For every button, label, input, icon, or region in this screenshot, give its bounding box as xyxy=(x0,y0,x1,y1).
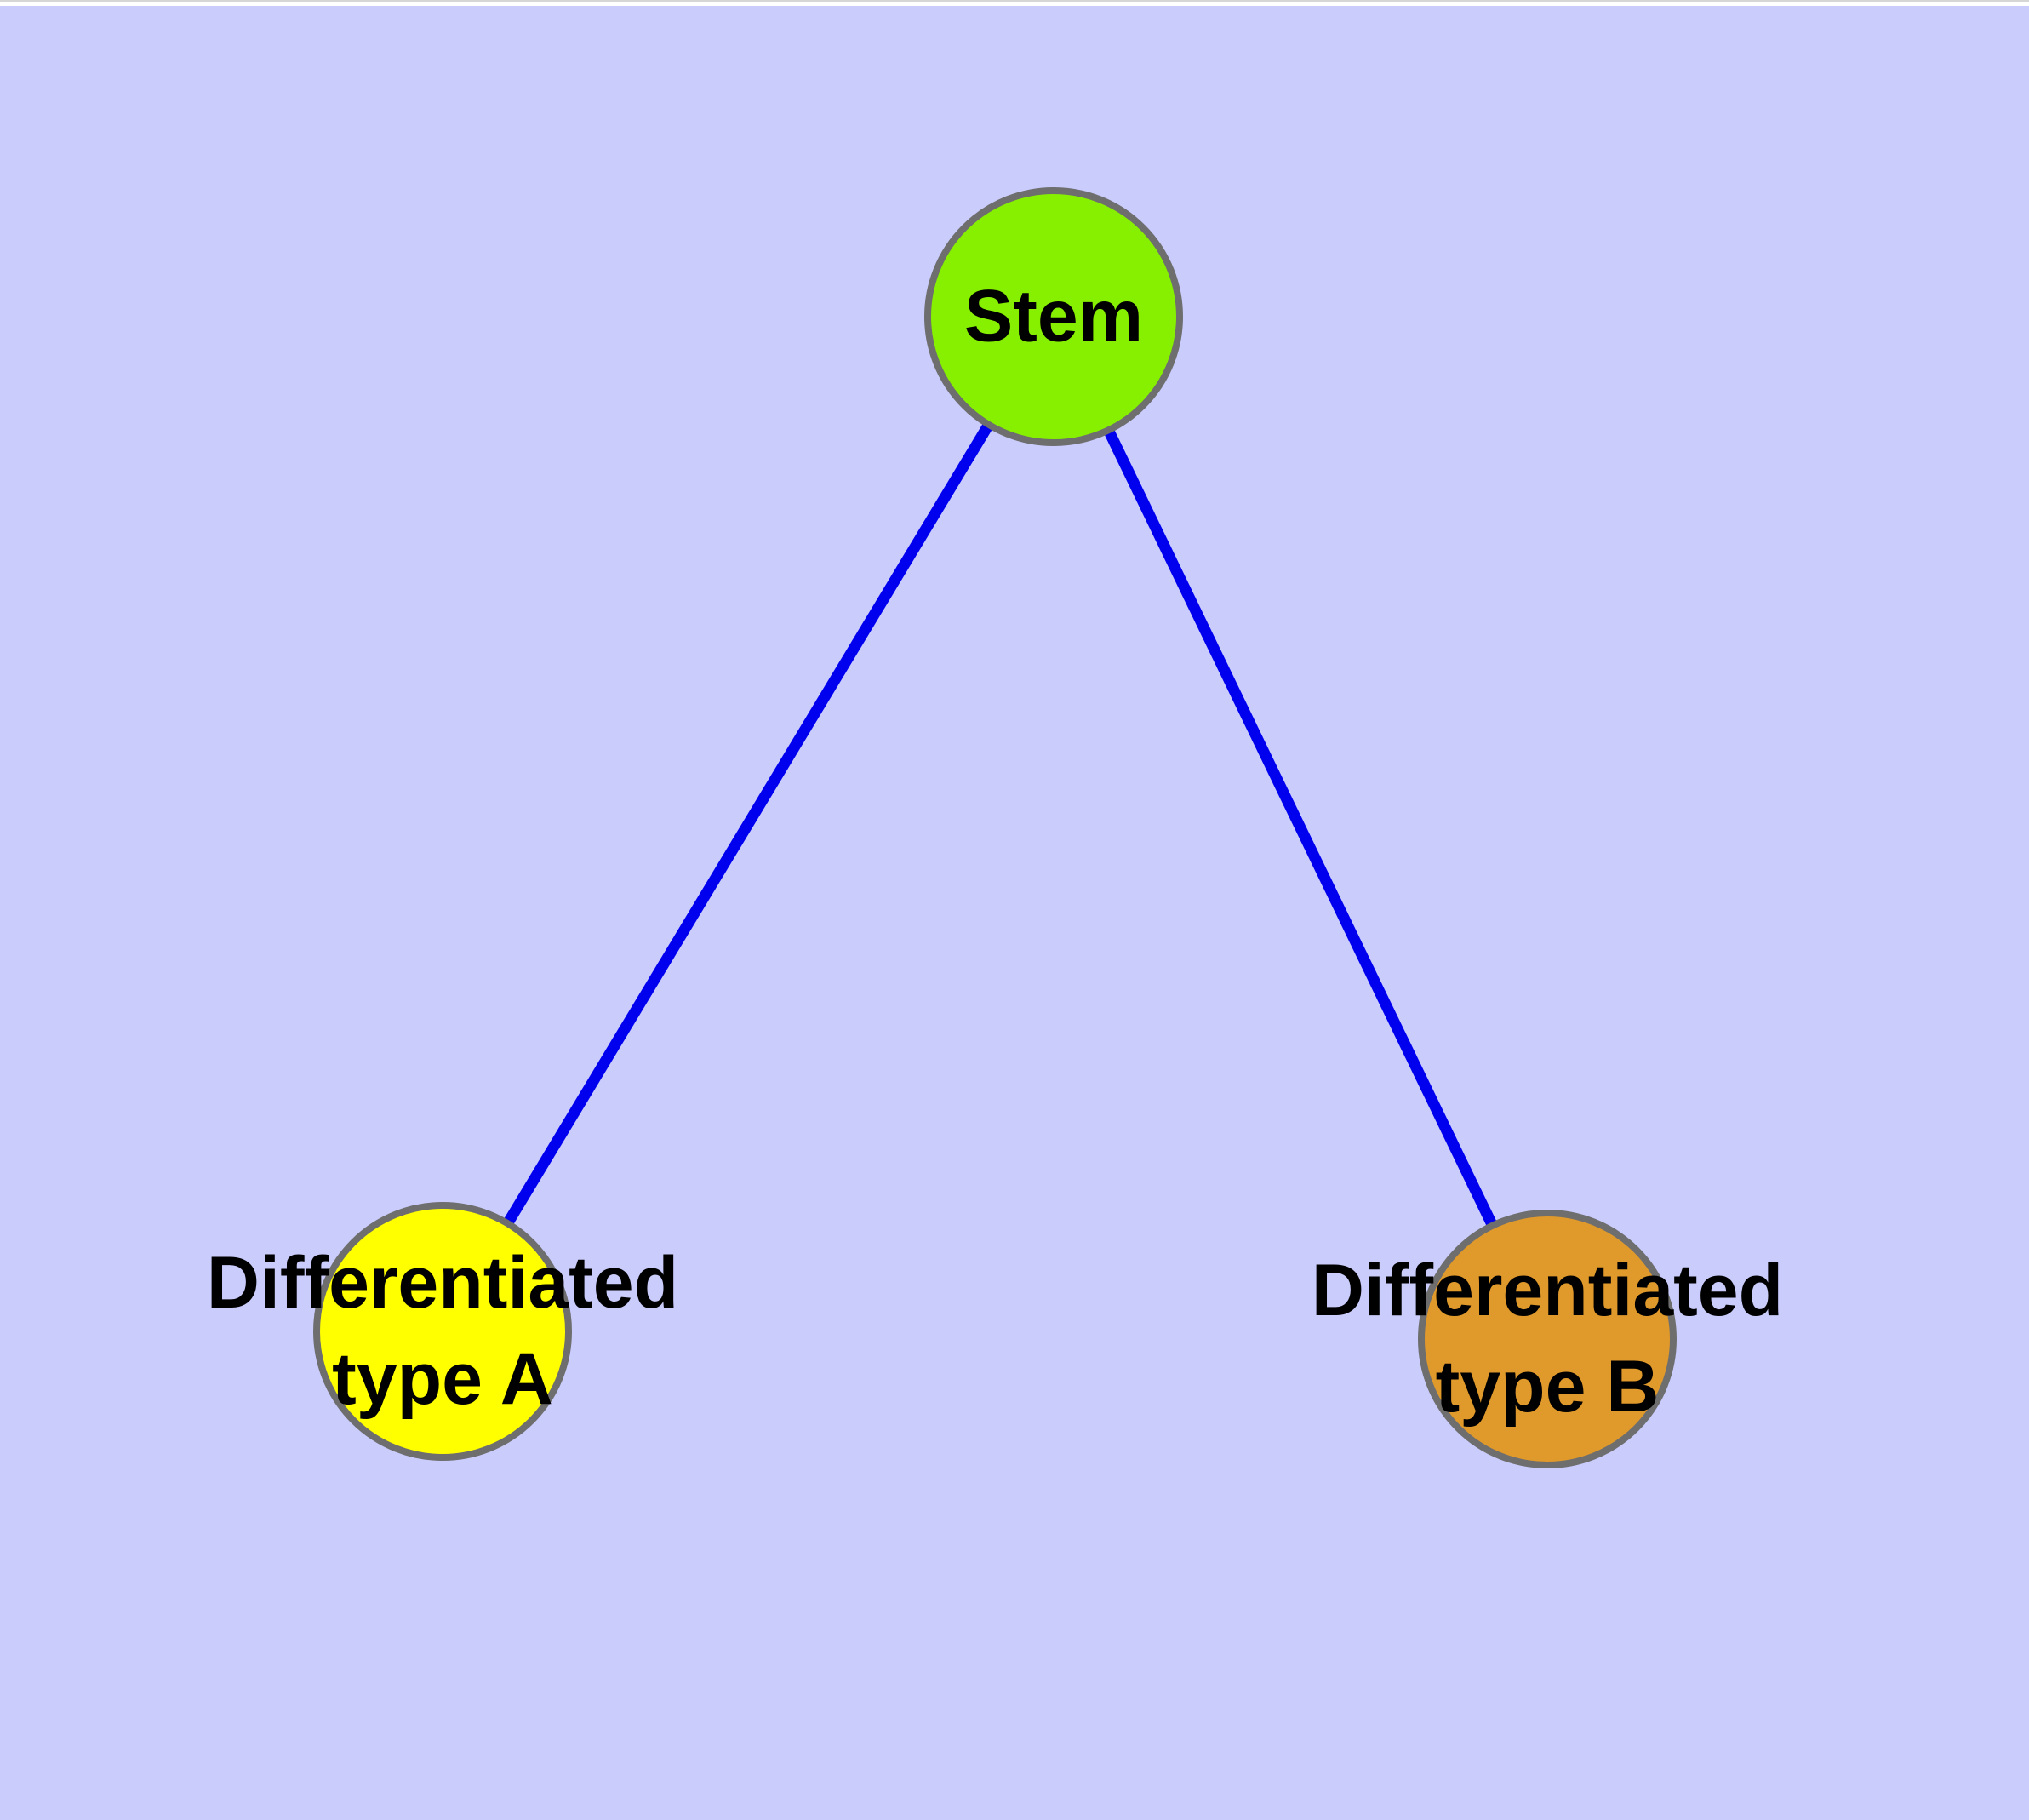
node-differentiated-type-a-label-line2: type A xyxy=(332,1338,553,1420)
edge-stem-to-differentiated-type-a xyxy=(437,313,1059,1335)
node-differentiated-type-a-label-line1: Differentiated xyxy=(206,1242,679,1324)
node-differentiated-type-a-label: Differentiated type A xyxy=(207,1235,678,1428)
node-differentiated-type-b-label-line1: Differentiated xyxy=(1311,1250,1784,1331)
top-margin-strip xyxy=(0,0,2029,6)
node-stem-circle xyxy=(924,187,1183,446)
node-differentiated-type-a-circle xyxy=(313,1202,572,1461)
node-stem-label-line: Stem xyxy=(963,275,1144,358)
node-stem-label: Stem xyxy=(964,269,1143,365)
node-differentiated-type-b-label: Differentiated type B xyxy=(1312,1243,1783,1435)
node-differentiated-type-b-label-line2: type B xyxy=(1435,1346,1660,1428)
edge-stem-to-differentiated-type-b xyxy=(1049,314,1552,1342)
node-differentiated-type-b-circle xyxy=(1418,1210,1677,1468)
